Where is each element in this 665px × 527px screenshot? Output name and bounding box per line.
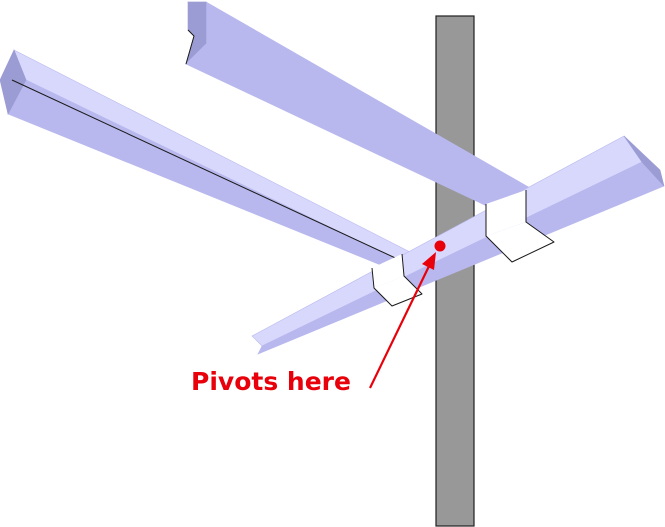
right-bracket: [485, 190, 555, 263]
right-bracket-face: [486, 190, 526, 236]
left-beam: [0, 49, 411, 273]
annotation-arrowhead: [422, 252, 436, 270]
right-bracket-outline: [485, 190, 555, 263]
left-beam-end-face: [0, 49, 27, 115]
left-bracket-face: [372, 254, 404, 288]
left-beam-ridge-line: [11, 79, 405, 263]
left-bracket-outline: [371, 253, 423, 307]
upper-rear-beam-notch-line: [185, 29, 195, 65]
pivot-point: [434, 240, 446, 252]
left-bracket: [371, 253, 423, 307]
left-beam-top-face: [13, 49, 411, 263]
annotation-label: Pivots here: [191, 367, 351, 396]
cross-beam-end-face: [623, 135, 665, 187]
right-bracket-side: [486, 222, 554, 262]
annotation-arrow-shaft: [369, 261, 432, 389]
